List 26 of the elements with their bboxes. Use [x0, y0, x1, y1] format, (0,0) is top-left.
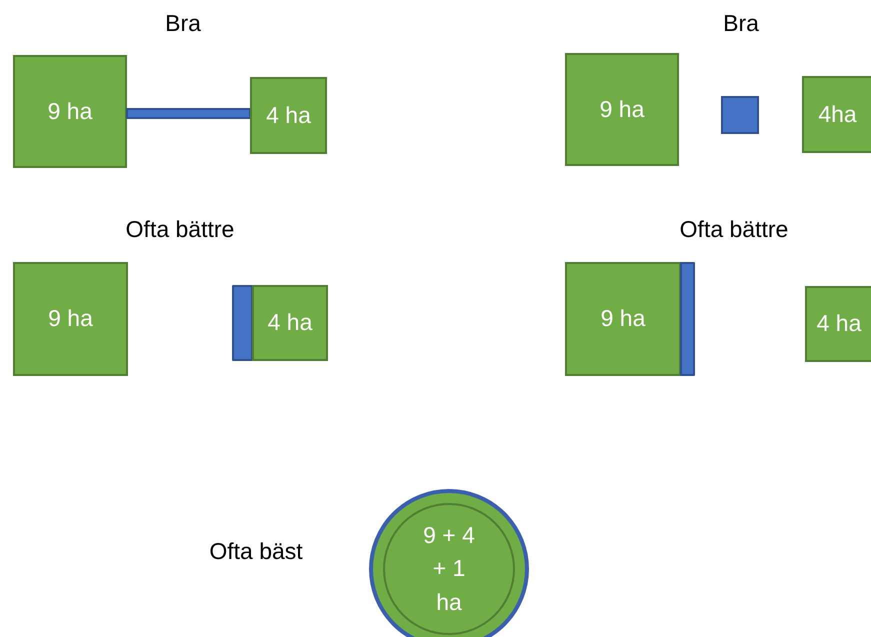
rating-heading: Ofta bäst	[209, 538, 303, 565]
area-label: 9 ha	[48, 96, 92, 126]
field-square	[565, 53, 679, 166]
area-label: 4 ha	[816, 309, 862, 338]
area-label: 4 ha	[268, 308, 312, 338]
corridor-bar	[126, 108, 251, 119]
field-square	[250, 77, 327, 154]
area-label: 9 ha	[48, 304, 93, 334]
area-label: 9 ha	[600, 94, 644, 124]
corridor-bar	[232, 285, 253, 361]
area-label: 9 + 4 + 1 ha	[422, 520, 476, 617]
area-label: 9 ha	[600, 304, 646, 334]
rating-heading: Bra	[723, 10, 759, 37]
rating-heading: Bra	[165, 10, 201, 37]
field-square	[565, 262, 681, 376]
habitat-patch-square	[721, 96, 759, 134]
field-square	[13, 262, 128, 376]
field-square	[252, 285, 328, 361]
area-label: 4 ha	[266, 100, 311, 130]
rating-heading: Ofta bättre	[680, 216, 788, 243]
field-square	[805, 286, 871, 362]
rating-heading: Ofta bättre	[126, 216, 234, 243]
area-label: 4ha	[818, 100, 857, 129]
corridor-bar	[680, 262, 695, 376]
field-square	[13, 55, 127, 168]
field-square	[802, 76, 871, 153]
